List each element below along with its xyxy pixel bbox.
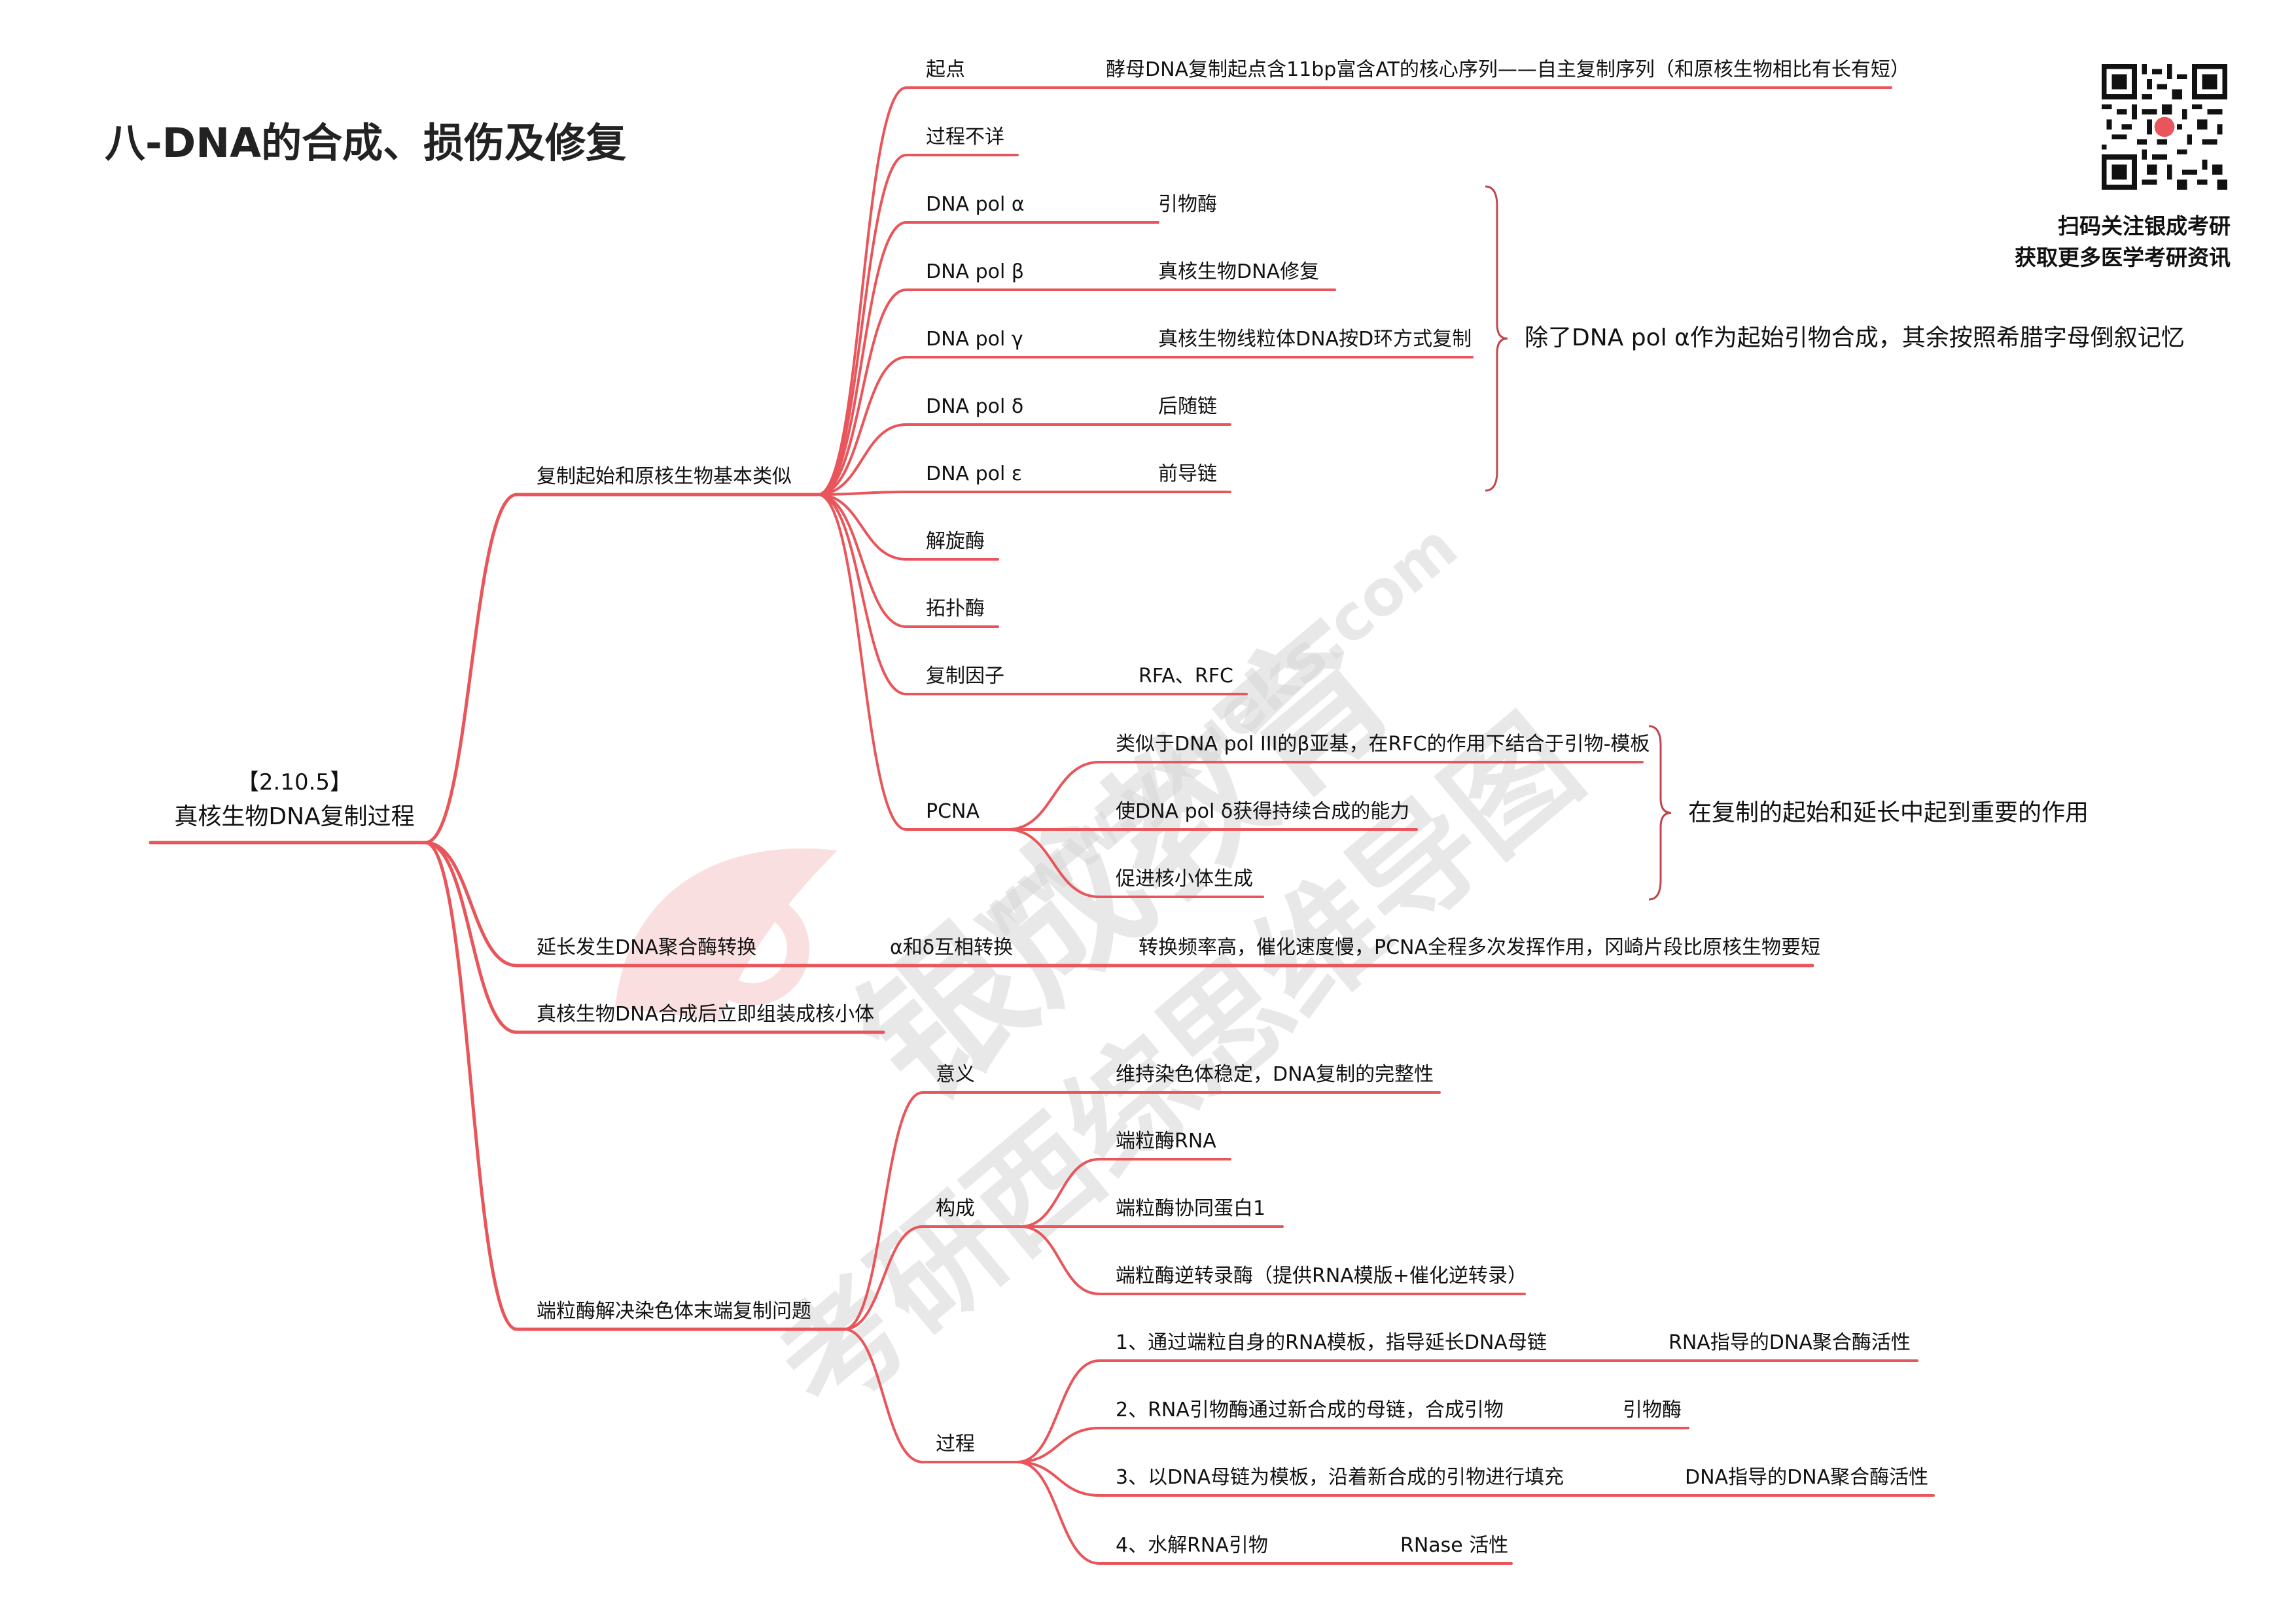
initiation-item-detail: RFA、RFC (1139, 665, 1233, 688)
initiation-item-label: DNA pol β (926, 260, 1024, 283)
process-step-label: 2、RNA引物酶通过新合成的母链，合成引物 (1116, 1399, 1504, 1422)
qr-caption-line1: 扫码关注银成考研 (2058, 213, 2231, 239)
pcna-sub-label: 促进核小体生成 (1116, 867, 1253, 890)
initiation-item-detail: 引物酶 (1158, 193, 1217, 216)
initiation-item-detail: 真核生物线粒体DNA按D环方式复制 (1158, 328, 1472, 351)
edge-initiation-item (817, 493, 908, 628)
qr-caption-line2: 获取更多医学考研资讯 (2015, 245, 2231, 270)
qr-code (2102, 64, 2227, 190)
process-step-label: 4、水解RNA引物 (1116, 1534, 1268, 1557)
branch-elongation-label: 延长发生DNA聚合酶转换 (537, 936, 756, 959)
process-step-label: 3、以DNA母链为模板，沿着新合成的引物进行填充 (1116, 1466, 1564, 1489)
process-step-note: DNA指导的DNA聚合酶活性 (1685, 1466, 1928, 1489)
composition-sub-label: 端粒酶RNA (1116, 1130, 1216, 1153)
edge-branch-telomerase (423, 841, 519, 1331)
edge-initiation-item (817, 493, 908, 561)
edge-telomerase-item (843, 1225, 924, 1331)
edge-telomerase-item (843, 1328, 924, 1463)
initiation-item-label: DNA pol ε (926, 462, 1022, 485)
mind-map-edges (149, 86, 1935, 1565)
process-step-note: 引物酶 (1623, 1399, 1682, 1422)
branch-telomerase-label: 端粒酶解决染色体末端复制问题 (537, 1300, 811, 1323)
root-node-line1: 【2.10.5】 (237, 769, 352, 795)
edge-initiation-item (817, 356, 908, 496)
edge-initiation-item (817, 493, 908, 831)
meaning-sub-label: 维持染色体稳定，DNA复制的完整性 (1116, 1063, 1434, 1086)
initiation-item-detail: 酵母DNA复制起点含11bp富含AT的核心序列——自主复制序列（和原核生物相比有… (1106, 58, 1910, 81)
edge-branch-initiation (423, 493, 519, 845)
edge-branch-elongation (423, 841, 519, 968)
edge-initiation-item (817, 423, 908, 496)
composition-sub-label: 端粒酶协同蛋白1 (1116, 1197, 1265, 1220)
edge-pcna-sub (1006, 828, 1101, 898)
process-step-label: 1、通过端粒自身的RNA模板，指导延长DNA母链 (1116, 1331, 1547, 1354)
initiation-item-detail: 前导链 (1158, 462, 1217, 485)
elongation-switch-label: α和δ互相转换 (890, 936, 1013, 959)
edge-telomerase-item (843, 1091, 924, 1331)
edge-composition-sub (1019, 1158, 1101, 1228)
edge-initiation-item (817, 154, 908, 496)
initiation-item-label: DNA pol γ (926, 328, 1023, 351)
edge-initiation-item (817, 221, 908, 496)
mind-map-labels: 【2.10.5】真核生物DNA复制过程 复制起始和原核生物基本类似 起点 酵母DNA复… (174, 58, 2184, 1557)
initiation-item-label: DNA pol δ (926, 395, 1023, 418)
branch-initiation-label: 复制起始和原核生物基本类似 (537, 465, 792, 488)
initiation-item-label: 拓扑酶 (926, 597, 985, 620)
initiation-item-label: 解旋酶 (926, 530, 985, 553)
page-title: 八-DNA的合成、损伤及修复 (105, 119, 627, 167)
edge-composition-sub (1019, 1225, 1101, 1295)
brand-logo-watermark (615, 848, 838, 1021)
initiation-item-detail: 后随链 (1158, 395, 1217, 418)
branch-nucleosome-label: 真核生物DNA合成后立即组装成核小体 (537, 1003, 874, 1026)
bracket-dna-pol (1485, 185, 1508, 492)
edge-process-step (1016, 1461, 1101, 1497)
edge-initiation-item (817, 288, 908, 496)
initiation-item-label: 过程不详 (926, 126, 1004, 148)
process-step-note: RNA指导的DNA聚合酶活性 (1669, 1331, 1911, 1354)
elongation-switch-detail: 转换频率高，催化速度慢，PCNA全程多次发挥作用，冈崎片段比原核生物要短 (1139, 936, 1820, 959)
qr-caption: 扫码关注银成考研 获取更多医学考研资讯 (2015, 211, 2231, 273)
edge-branch-nucleosome (423, 841, 519, 1034)
initiation-item-label: DNA pol α (926, 193, 1025, 216)
telomerase-item-label: 意义 (936, 1063, 975, 1086)
edge-process-step (1016, 1359, 1101, 1463)
bracket-dna-pol-note: 除了DNA pol α作为起始引物合成，其余按照希腊字母倒叙记忆 (1525, 324, 2185, 351)
pcna-sub-label: 类似于DNA pol III的β亚基，在RFC的作用下结合于引物-模板 (1116, 733, 1650, 756)
edge-process-step (1016, 1461, 1101, 1565)
root-node-line2: 真核生物DNA复制过程 (174, 803, 414, 830)
process-step-note: RNase 活性 (1400, 1534, 1508, 1557)
edge-process-step (1016, 1427, 1101, 1463)
edge-initiation-item (817, 491, 908, 496)
edge-initiation-item (817, 86, 908, 496)
telomerase-item-label: 构成 (936, 1197, 975, 1220)
edge-initiation-item (817, 493, 908, 695)
bracket-pcna-note: 在复制的起始和延长中起到重要的作用 (1688, 799, 2089, 826)
edge-pcna-sub (1006, 761, 1101, 831)
pcna-sub-label: 使DNA pol δ获得持续合成的能力 (1116, 800, 1409, 823)
bracket-pcna (1648, 725, 1672, 901)
initiation-item-detail: 真核生物DNA修复 (1158, 260, 1319, 283)
initiation-item-label: 复制因子 (926, 665, 1004, 688)
composition-sub-label: 端粒酶逆转录酶（提供RNA模版+催化逆转录） (1116, 1265, 1527, 1287)
telomerase-item-label: 过程 (936, 1433, 975, 1456)
initiation-item-label: PCNA (926, 800, 980, 823)
initiation-item-label: 起点 (926, 58, 965, 81)
